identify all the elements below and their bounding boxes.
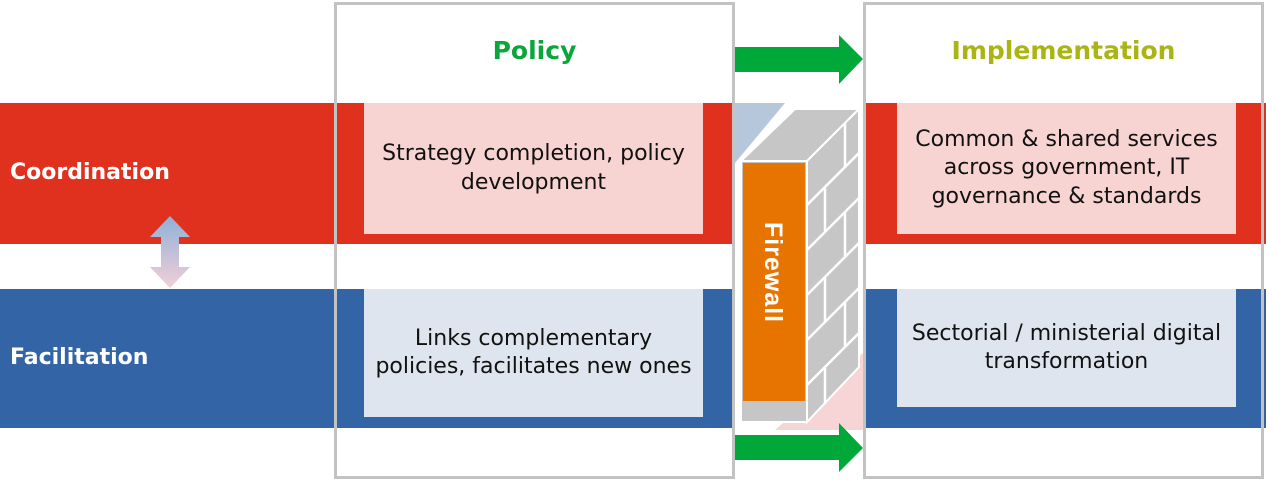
bidirectional-arrow-icon: [150, 216, 190, 288]
row-label-coordination: Coordination: [10, 160, 170, 185]
firewall-wall-icon: [738, 106, 862, 425]
policy-column: [334, 2, 735, 479]
implementation-title: Implementation: [951, 36, 1176, 65]
cell-policy-facilitation: Links complementary policies, facilitate…: [364, 289, 703, 417]
bottom-flow-arrow-icon: [735, 423, 863, 472]
backdrop-blue: [735, 103, 785, 163]
cell-implementation-facilitation: Sectorial / ministerial digital transfor…: [897, 289, 1236, 407]
policy-title: Policy: [492, 36, 577, 65]
row-label-facilitation: Facilitation: [10, 345, 149, 370]
cell-implementation-coordination: Common & shared services across governme…: [897, 103, 1236, 234]
cell-policy-coordination: Strategy completion, policy development: [364, 103, 703, 234]
firewall-label: Firewall: [759, 222, 787, 324]
implementation-column: [863, 2, 1264, 479]
top-flow-arrow-icon: [735, 35, 863, 84]
